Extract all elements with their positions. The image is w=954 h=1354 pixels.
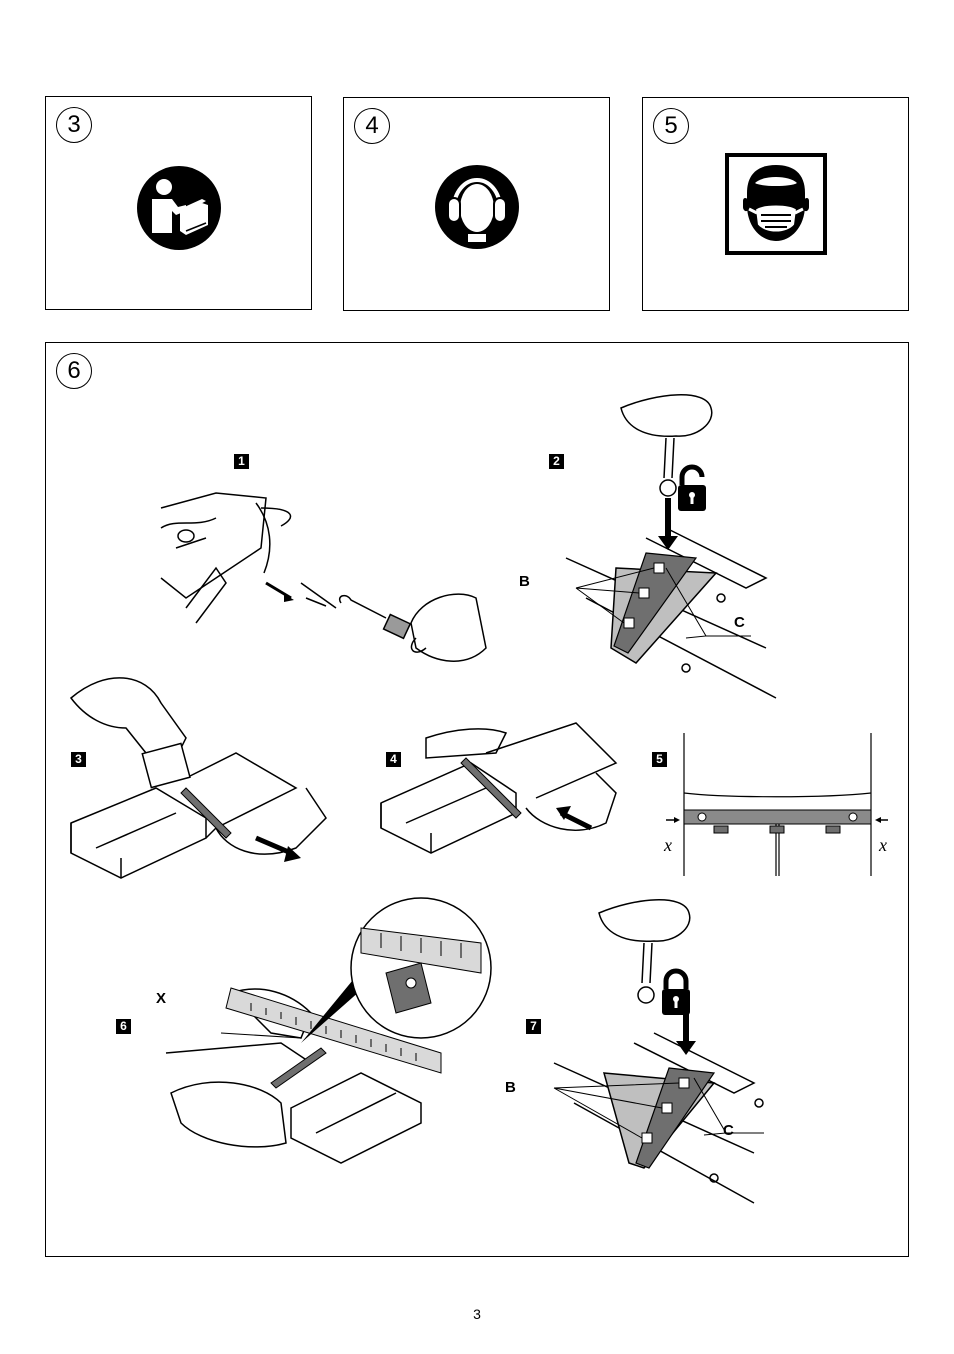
step-6-badge: 6: [116, 1019, 131, 1034]
panel-dust-mask: 5: [642, 97, 909, 311]
step-1-badge: 1: [234, 454, 249, 469]
locked-padlock-icon: [660, 971, 692, 1017]
step-7-badge: 7: [526, 1019, 541, 1034]
dust-mask-icon: [725, 153, 827, 255]
step-2-illustration: [566, 398, 806, 698]
step-1-illustration: [156, 488, 456, 688]
panel-number: 5: [653, 108, 689, 144]
read-manual-icon: [136, 165, 222, 251]
step-5-illustration: [666, 728, 886, 878]
label-c-top: C: [734, 614, 745, 631]
label-b-bottom: B: [505, 1079, 516, 1096]
label-x-italic-left: x: [664, 835, 672, 856]
label-c-bottom: C: [723, 1122, 734, 1139]
figure-number: 6: [56, 353, 92, 389]
panel-number: 3: [56, 107, 92, 143]
panel-ear-protection: 4: [343, 97, 610, 311]
page-number: 3: [0, 1306, 954, 1322]
label-b-top: B: [519, 573, 530, 590]
step-4-illustration: [376, 718, 626, 868]
panel-read-manual: 3: [45, 96, 312, 310]
unlocked-padlock-icon: [676, 467, 708, 513]
step-2-badge: 2: [549, 454, 564, 469]
step-7-illustration: [554, 903, 794, 1203]
step-6-illustration: [161, 893, 501, 1163]
label-x-italic-right: x: [879, 835, 887, 856]
ear-protection-icon: [434, 164, 520, 250]
panel-number: 4: [354, 108, 390, 144]
step-5-badge: 5: [652, 752, 667, 767]
step-3-illustration: [66, 668, 316, 888]
figure-6-panel: 6 1 2: [45, 342, 909, 1257]
